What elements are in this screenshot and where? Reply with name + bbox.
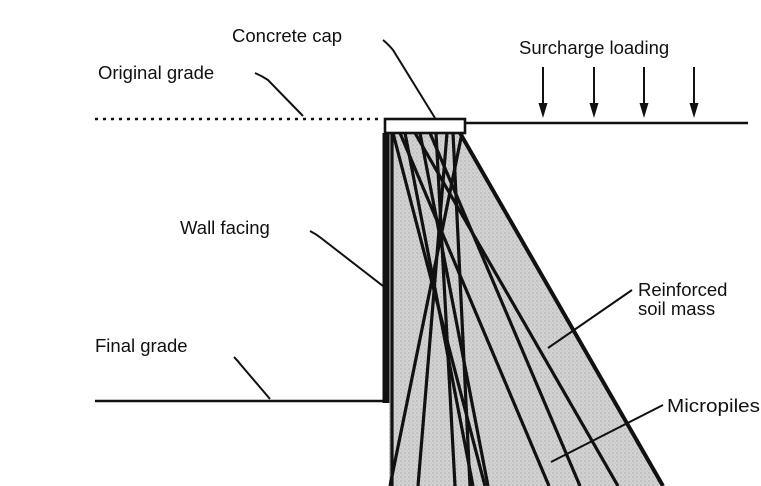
leader-wall-facing: [309, 230, 384, 287]
leader-lines: [233, 39, 664, 463]
micropiles-label: Micropiles: [667, 395, 760, 416]
leader-concrete-cap: [382, 39, 436, 119]
leader-reinforced-soil: [547, 289, 633, 349]
micropile: [398, 132, 551, 486]
original-grade-label: Original grade: [98, 62, 214, 83]
micropile: [451, 132, 472, 486]
concrete-cap: [383, 117, 467, 135]
micropile: [416, 132, 449, 486]
reinforced-soil-label-line2: soil mass: [638, 298, 715, 319]
micropile: [388, 132, 464, 486]
concrete-cap-label: Concrete cap: [232, 25, 342, 46]
reinforced-soil-label-line1: Reinforced: [638, 279, 727, 300]
final-grade-label: Final grade: [95, 335, 188, 356]
down-arrow-icon: [538, 67, 548, 118]
micropile: [403, 132, 475, 486]
wall-facing-label: Wall facing: [180, 217, 270, 238]
down-arrow-icon: [689, 67, 699, 118]
leader-micropiles: [550, 404, 664, 463]
surcharge-arrows: [538, 67, 699, 118]
leader-original-grade: [254, 72, 304, 117]
soil-mass-boundary: [458, 132, 665, 486]
down-arrow-icon: [589, 67, 599, 118]
leader-final-grade: [233, 356, 271, 400]
micropile: [418, 132, 490, 486]
micropile: [434, 132, 457, 486]
micropiles: [388, 132, 620, 486]
surcharge-loading-label: Surcharge loading: [519, 37, 669, 58]
down-arrow-icon: [639, 67, 649, 118]
